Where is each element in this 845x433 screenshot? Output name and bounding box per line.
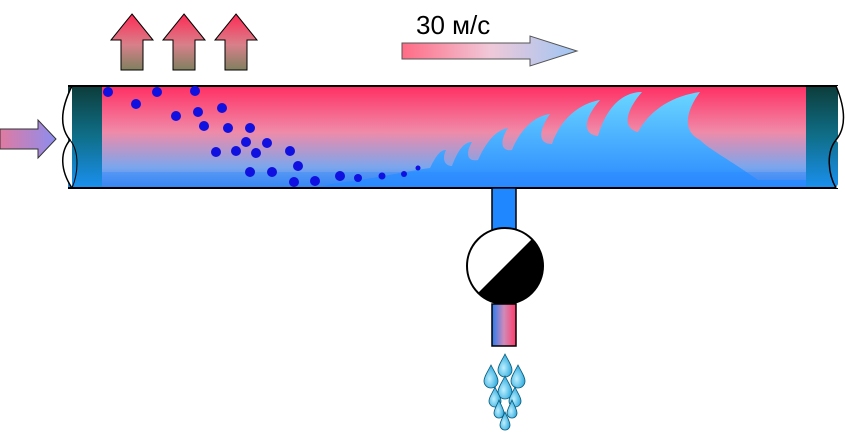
steam-dot: [415, 165, 421, 171]
heat-release-arrows: [109, 13, 259, 71]
water-drop-icon: [483, 364, 499, 389]
steam-dot: [262, 138, 272, 148]
steam-dot: [193, 107, 203, 117]
drain-pipe-lower: [491, 303, 517, 347]
steam-dot: [293, 161, 303, 171]
steam-dot: [152, 87, 162, 97]
up-arrow-icon: [161, 13, 207, 71]
steam-dot: [231, 146, 241, 156]
condensate-water: [318, 92, 806, 188]
steam-dot: [199, 121, 209, 131]
steam-dot: [223, 123, 233, 133]
steam-dot: [354, 174, 362, 182]
steam-dot: [211, 147, 221, 157]
steam-dot: [285, 146, 295, 156]
steam-dot: [190, 86, 200, 96]
steam-dot: [378, 172, 386, 180]
inlet-arrow: [0, 118, 57, 160]
water-drop-icon: [493, 398, 505, 419]
water-drop-icon: [499, 410, 511, 431]
steam-dot: [241, 137, 251, 147]
water-drop-icon: [506, 398, 518, 419]
steam-dot: [217, 103, 227, 113]
steam-dot: [245, 167, 255, 177]
steam-dot: [103, 87, 113, 97]
drip-drops: [483, 353, 526, 431]
steam-dot: [310, 176, 320, 186]
steam-dot: [131, 99, 141, 109]
main-pipe: [62, 85, 845, 189]
steam-dot: [267, 167, 277, 177]
up-arrow-icon: [109, 13, 155, 71]
flow-direction-arrow: [401, 35, 579, 67]
steam-dot: [171, 111, 181, 121]
steam-dot: [289, 177, 299, 187]
steam-dot: [251, 148, 261, 158]
water-drop-icon: [510, 364, 526, 389]
speed-label: 30 м/с: [416, 10, 490, 40]
pipe-right-cut: [836, 86, 845, 188]
steam-dot: [335, 171, 345, 181]
up-arrow-icon: [213, 13, 259, 71]
water-bottom-band: [102, 172, 806, 188]
pipe-left-cap: [68, 86, 102, 188]
steam-dot: [401, 171, 407, 177]
water-drop-icon: [497, 353, 513, 378]
valve-icon[interactable]: [466, 227, 544, 305]
condensing-droplets: [103, 86, 421, 187]
water-drop-icon: [497, 375, 513, 400]
steam-dot: [245, 123, 255, 133]
pipe-right-cap: [806, 86, 838, 188]
